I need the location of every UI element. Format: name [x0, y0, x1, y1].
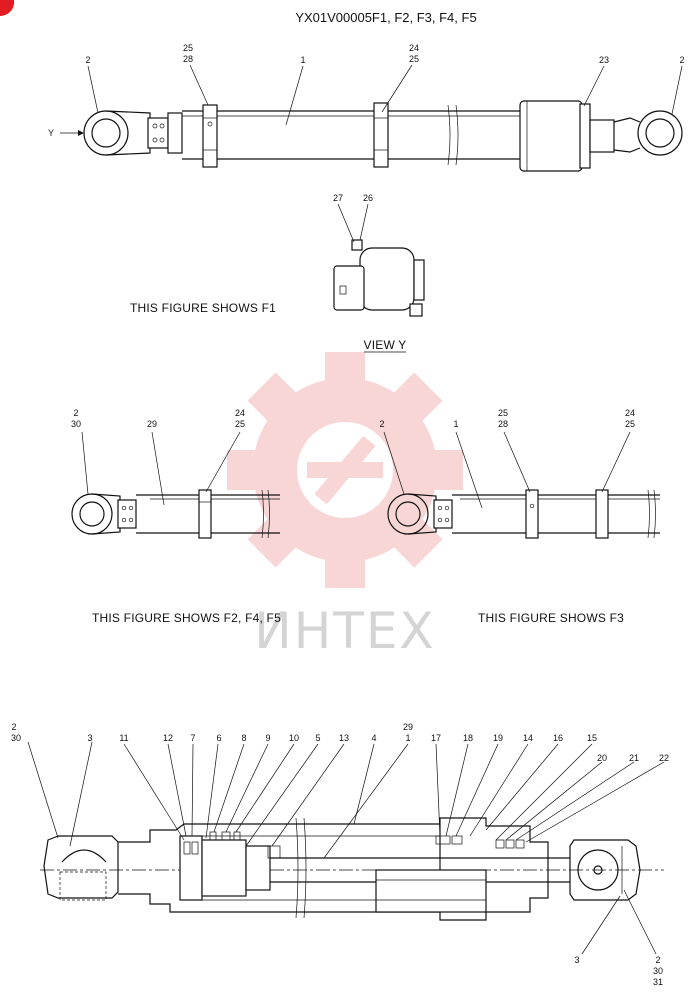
f1-callouts: 2 25 28 1 24 25 23 2	[85, 43, 685, 126]
callout-24: 24	[625, 408, 635, 418]
callout-26: 26	[363, 193, 373, 203]
callout-3: 3	[574, 955, 579, 965]
callout-31: 31	[653, 977, 663, 987]
callout-24: 24	[235, 408, 245, 418]
callout-10: 10	[289, 733, 299, 743]
caption-f1: THIS FIGURE SHOWS F1	[130, 301, 276, 315]
section-leaders	[27, 741, 665, 955]
view-y-detail	[333, 203, 425, 317]
callout-25: 25	[183, 43, 193, 53]
corner-badge-icon	[0, 0, 15, 17]
callout-19: 19	[493, 733, 503, 743]
callout-28: 28	[183, 54, 193, 64]
callout-25: 25	[498, 408, 508, 418]
callout-13: 13	[339, 733, 349, 743]
callout-25: 25	[235, 419, 245, 429]
cylinder-section-view	[40, 817, 664, 921]
callout-2: 2	[85, 55, 90, 65]
arrow-label-y: Y	[48, 128, 54, 138]
callout-20: 20	[597, 753, 607, 763]
callout-21: 21	[629, 753, 639, 763]
callout-4: 4	[371, 733, 376, 743]
callout-9: 9	[265, 733, 270, 743]
callout-2: 2	[655, 955, 660, 965]
callout-8: 8	[241, 733, 246, 743]
callout-30: 30	[71, 419, 81, 429]
watermark-gear-icon	[227, 352, 463, 588]
callout-6: 6	[216, 733, 221, 743]
callout-22: 22	[659, 753, 669, 763]
callout-5: 5	[315, 733, 320, 743]
callout-2: 2	[11, 722, 16, 732]
callout-7: 7	[190, 733, 195, 743]
drawing-title: YX01V00005F1, F2, F3, F4, F5	[295, 10, 476, 25]
callout-12: 12	[163, 733, 173, 743]
watermark-text: ИНТЕХ	[254, 602, 435, 660]
caption-f2-f4-f5: THIS FIGURE SHOWS F2, F4, F5	[92, 611, 281, 625]
callout-15: 15	[587, 733, 597, 743]
callout-18: 18	[463, 733, 473, 743]
callout-1: 1	[300, 55, 305, 65]
callout-17: 17	[431, 733, 441, 743]
figure-f3-cylinder	[383, 431, 660, 539]
figure-f2-cylinder	[71, 431, 280, 539]
callout-30: 30	[653, 966, 663, 976]
callout-11: 11	[119, 733, 128, 743]
callout-14: 14	[523, 733, 533, 743]
callout-24: 24	[409, 43, 419, 53]
caption-f3: THIS FIGURE SHOWS F3	[478, 611, 624, 625]
callout-2: 2	[379, 419, 384, 429]
callout-29: 29	[147, 419, 157, 429]
callout-3: 3	[87, 733, 92, 743]
callout-2: 2	[73, 408, 78, 418]
callout-29: 29	[403, 722, 413, 732]
caption-view-y: VIEW Y	[364, 338, 407, 352]
callout-25: 25	[409, 54, 419, 64]
callout-27: 27	[333, 193, 343, 203]
callout-25: 25	[625, 419, 635, 429]
callout-28: 28	[498, 419, 508, 429]
callout-2: 2	[679, 55, 684, 65]
callout-30: 30	[11, 733, 21, 743]
callout-1: 1	[405, 733, 410, 743]
callout-23: 23	[599, 55, 609, 65]
callout-1: 1	[453, 419, 458, 429]
figure-f1-cylinder	[60, 100, 683, 172]
callout-16: 16	[553, 733, 563, 743]
